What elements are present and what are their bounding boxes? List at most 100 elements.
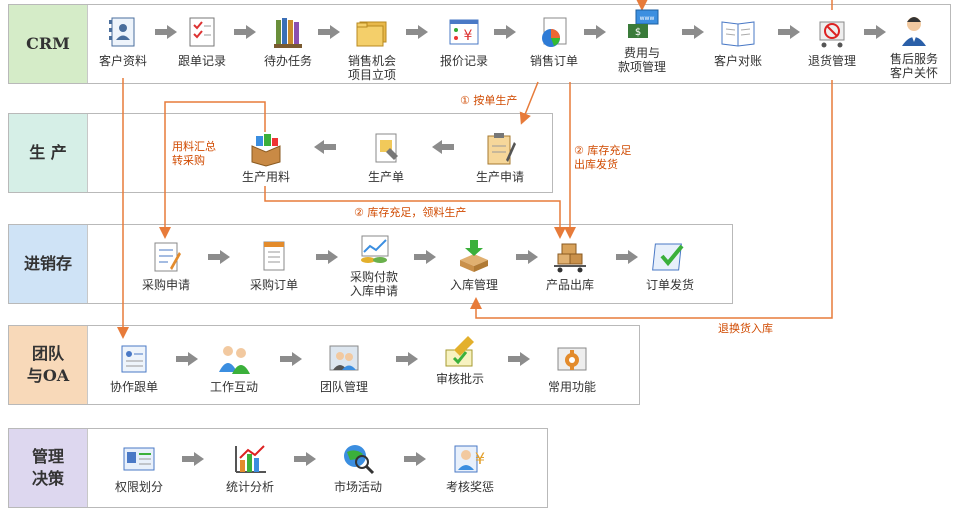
note-return-inbound: 退换货入库 — [718, 322, 773, 335]
note-stock-material: ② 库存充足，领料生产 — [354, 206, 467, 219]
svg-text:¥: ¥ — [464, 28, 473, 44]
node-team-management[interactable]: 团队管理 — [302, 340, 386, 394]
arrow-left-icon — [432, 140, 454, 154]
node-inbound-management[interactable]: 入库管理 — [432, 238, 516, 292]
arrow-right-icon — [176, 352, 198, 366]
cart-icon — [554, 243, 586, 273]
arrow-right-icon — [208, 250, 230, 264]
material-box-icon — [251, 134, 281, 167]
arrow-right-icon — [616, 250, 638, 264]
return-cart-icon — [819, 21, 845, 48]
pie-chart-icon — [542, 17, 567, 47]
lane-team-oa: 团队 与OA — [8, 325, 640, 405]
lane-label-production: 生 产 — [9, 114, 88, 192]
lane-label-team-oa: 团队 与OA — [9, 326, 88, 404]
node-follow-up[interactable]: 跟单记录 — [160, 14, 244, 68]
order-doc-icon — [263, 241, 285, 271]
node-market-activity[interactable]: 市场活动 — [316, 440, 400, 494]
node-label: 费用与 款项管理 — [617, 46, 666, 74]
node-work-interaction[interactable]: 工作互动 — [192, 340, 276, 394]
node-label: 跟单记录 — [177, 54, 226, 68]
inbound-box-icon — [460, 240, 488, 272]
lane-crm: CRM — [8, 4, 951, 84]
node-statistics[interactable]: 统计分析 — [208, 440, 292, 494]
people-icon — [219, 346, 250, 374]
arrow-right-icon — [584, 25, 606, 39]
arrow-right-icon — [778, 25, 800, 39]
contact-card-icon — [109, 17, 135, 47]
arrow-right-icon — [280, 352, 302, 366]
arrow-right-icon — [182, 452, 204, 466]
node-expense-payment[interactable]: www$ 费用与 款项管理 — [600, 6, 684, 74]
node-label: 采购付款 入库申请 — [349, 270, 398, 298]
arrow-right-icon — [318, 25, 340, 39]
approve-pen-icon — [445, 336, 474, 367]
price-board-icon: ¥ — [449, 19, 479, 45]
check-board-icon — [652, 243, 684, 271]
node-label: 常用功能 — [547, 380, 596, 394]
node-label: 售后服务 客户关怀 — [889, 52, 938, 80]
node-production-order[interactable]: 生产单 — [344, 130, 428, 184]
arrow-right-icon — [864, 25, 886, 39]
open-book-icon — [721, 21, 755, 47]
arrow-left-icon — [314, 140, 336, 154]
lane-production: 生 产 — [8, 113, 553, 193]
form-icon — [121, 345, 147, 373]
note-by-order: ① 按单生产 — [460, 94, 518, 107]
arrow-right-icon — [294, 452, 316, 466]
award-money-icon: ¥ — [454, 445, 485, 473]
node-order-shipping[interactable]: 订单发货 — [628, 238, 712, 292]
node-appraisal[interactable]: ¥ 考核奖惩 — [428, 440, 512, 494]
node-label: 产品出库 — [545, 278, 594, 292]
clipboard-pen-icon — [487, 133, 516, 165]
payment-chart-icon — [361, 235, 389, 263]
globe-search-icon — [344, 445, 375, 475]
node-purchase-request[interactable]: 采购申请 — [124, 238, 208, 292]
books-icon — [274, 18, 302, 48]
node-label: 报价记录 — [439, 54, 488, 68]
checklist-icon — [189, 17, 215, 47]
node-purchase-order[interactable]: 采购订单 — [232, 238, 316, 292]
note-stock-ship: ② 库存充足 出库发货 — [574, 144, 632, 171]
lane-label-crm: CRM — [9, 5, 88, 83]
arrow-right-icon — [516, 250, 538, 264]
bar-chart-icon — [235, 445, 266, 473]
node-label: 采购申请 — [141, 278, 190, 292]
production-doc-icon — [375, 133, 398, 163]
arrow-right-icon — [396, 352, 418, 366]
svg-text:$: $ — [635, 27, 641, 38]
node-sales-order[interactable]: 销售订单 — [512, 14, 596, 68]
node-sales-opportunity[interactable]: 销售机会 项目立项 — [330, 14, 414, 82]
node-customer-profile[interactable]: 客户资料 — [81, 14, 165, 68]
node-common-functions[interactable]: 常用功能 — [530, 340, 614, 394]
node-collab-follow[interactable]: 协作跟单 — [92, 340, 176, 394]
node-after-sales[interactable]: 售后服务 客户关怀 — [872, 12, 956, 80]
node-label: 工作互动 — [209, 380, 258, 394]
node-label: 审核批示 — [435, 372, 484, 386]
node-production-request[interactable]: 生产申请 — [458, 130, 542, 184]
note-material-purchase: 用料汇总 转采购 — [172, 140, 216, 167]
gear-screen-icon — [557, 347, 587, 371]
node-return-management[interactable]: 退货管理 — [790, 14, 874, 68]
node-todo-tasks[interactable]: 待办任务 — [246, 14, 330, 68]
node-label: 协作跟单 — [109, 380, 158, 394]
node-permission[interactable]: 权限划分 — [97, 440, 181, 494]
node-label: 采购订单 — [249, 278, 298, 292]
arrow-right-icon — [155, 25, 177, 39]
id-card-icon — [123, 447, 155, 471]
node-production-material[interactable]: 生产用料 — [224, 130, 308, 184]
node-label: 销售机会 项目立项 — [347, 54, 396, 82]
node-review-approve[interactable]: 审核批示 — [418, 332, 502, 386]
node-quote-record[interactable]: ¥ 报价记录 — [422, 14, 506, 68]
node-purchase-payment[interactable]: 采购付款 入库申请 — [332, 230, 416, 298]
node-label: 团队管理 — [319, 380, 368, 394]
arrow-right-icon — [414, 250, 436, 264]
arrow-right-icon — [406, 25, 428, 39]
node-label: 客户对账 — [713, 54, 762, 68]
node-account-reconcile[interactable]: 客户对账 — [696, 14, 780, 68]
arrow-right-icon — [404, 452, 426, 466]
request-form-icon — [154, 242, 181, 272]
lane-label-inventory: 进销存 — [9, 225, 88, 303]
node-label: 待办任务 — [263, 54, 312, 68]
node-product-outbound[interactable]: 产品出库 — [528, 238, 612, 292]
